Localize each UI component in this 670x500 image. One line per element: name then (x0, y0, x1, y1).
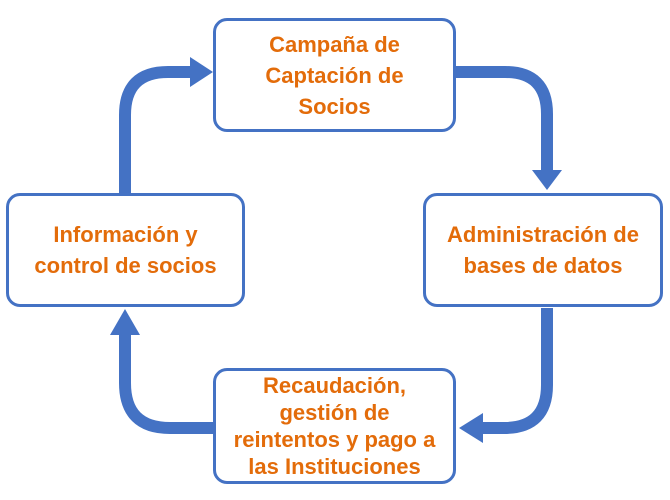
arrow-bottom-to-left (119, 335, 213, 434)
arrow-right-to-bottom (483, 308, 553, 434)
arrowhead-bottom-to-left (110, 309, 140, 335)
arrowhead-left-to-top (190, 57, 213, 87)
arrowhead-right-to-bottom (459, 413, 483, 443)
node-administracion-bases-label: Administración de bases de datos (447, 222, 639, 278)
node-informacion-control: Información y control de socios (6, 193, 245, 307)
arrow-left-to-top (119, 66, 190, 193)
node-recaudacion-label: Recaudación, gestión de reintentos y pag… (233, 373, 436, 479)
arrow-top-to-right (456, 66, 553, 170)
node-informacion-control-label: Información y control de socios (34, 222, 217, 278)
node-administracion-bases: Administración de bases de datos (423, 193, 663, 307)
node-campana-captacion-label: Campaña de Captación de Socios (265, 31, 404, 119)
node-campana-captacion: Campaña de Captación de Socios (213, 18, 456, 132)
arrowhead-top-to-right (532, 170, 562, 190)
node-recaudacion: Recaudación, gestión de reintentos y pag… (213, 368, 456, 484)
